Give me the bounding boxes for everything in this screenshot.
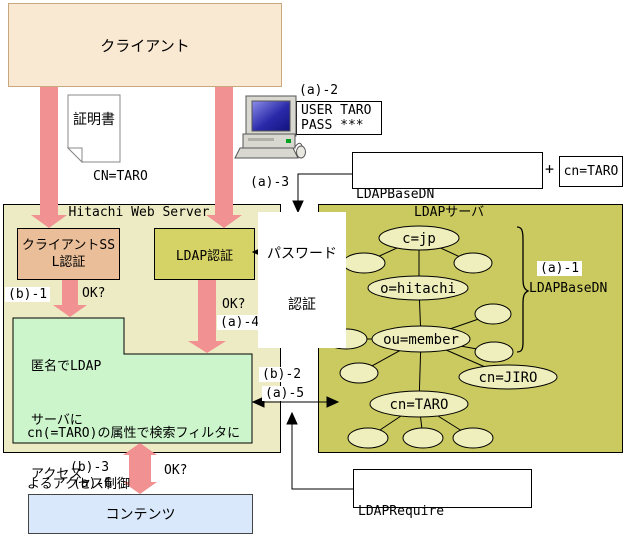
terminal-credentials-box: USER TARO PASS *** xyxy=(296,101,382,135)
terminal-pass-line: PASS *** xyxy=(301,118,364,133)
node-empty-ellipse xyxy=(347,427,389,449)
label-a2: (a)-2 xyxy=(299,83,339,98)
password-auth-line1: パスワード xyxy=(267,246,337,262)
anon-access-line3: アクセス xyxy=(31,467,83,482)
contents-box: コンテンツ xyxy=(28,494,253,534)
ldap-tree: c=jp o=hitachi ou=member cn=JIRO cn=TARO xyxy=(324,225,558,449)
contents-label: コンテンツ xyxy=(105,507,176,523)
search-filter-line2: よるアクセス制御 xyxy=(27,477,130,492)
node-cntaro-label: cn=TARO xyxy=(389,397,448,413)
a3-arrow-line xyxy=(297,173,352,202)
node-empty-ellipse xyxy=(342,252,386,274)
node-cnjiro-ellipse xyxy=(458,364,558,390)
node-oumember-ellipse xyxy=(371,325,471,353)
label-ldapbasedn: LDAPBaseDN xyxy=(529,281,608,296)
node-empty-ellipse xyxy=(452,427,494,449)
search-filter-note: cn(=TARO)の属性で検索フィルタに よるアクセス制御 xyxy=(27,391,240,527)
search-filter-arrowhead-right xyxy=(326,396,340,408)
plus-sign: + xyxy=(545,160,555,178)
label-ok-left: OK? xyxy=(82,286,106,301)
label-a3: (a)-3 xyxy=(250,175,290,190)
arrow-server-contents-bidirectional xyxy=(123,443,157,494)
label-b2: (b)-2 xyxy=(259,367,305,382)
label-a4: (a)-4 xyxy=(217,315,263,330)
ldaprequire-arrow-line xyxy=(291,423,353,490)
label-a1: (a)-1 xyxy=(537,261,583,276)
node-oumember-label: ou=member xyxy=(383,332,459,348)
arrow-client-to-ssl xyxy=(31,87,67,228)
web-server-title: Hitachi Web Server xyxy=(68,205,210,220)
client-ssl-auth-line1: クライアントSS xyxy=(21,238,116,253)
label-ok-right: OK? xyxy=(222,297,246,312)
ldaprequire-box: LDAPRequire (|(cn=taro)(cn=hanako)) xyxy=(353,469,532,519)
client-ssl-auth-line2: L認証 xyxy=(51,255,86,270)
label-a6: (a)-6 xyxy=(73,476,113,491)
flow-arrows xyxy=(31,87,242,494)
search-filter-arrowhead-left xyxy=(251,396,265,408)
anon-access-line1: 匿名でLDAP xyxy=(31,359,102,374)
ldap-tree-labels: c=jp o=hitachi ou=member cn=JIRO cn=TARO xyxy=(380,231,537,413)
anon-access-line2: サーバに xyxy=(31,413,83,428)
node-cnjiro-label: cn=JIRO xyxy=(478,370,537,386)
label-a5: (a)-5 xyxy=(262,386,308,401)
label-b1: (b)-1 xyxy=(5,287,51,302)
node-cjp-label: c=jp xyxy=(402,231,436,247)
certificate-label: 証明書 xyxy=(73,112,115,128)
node-ohitachi-label: o=hitachi xyxy=(380,281,456,297)
search-filter-line1: cn(=TARO)の属性で検索フィルタに xyxy=(27,426,241,441)
anon-access-note: 匿名でLDAP サーバに アクセス xyxy=(31,322,101,520)
node-empty-ellipse xyxy=(339,362,379,384)
label-b3: (b)-3 xyxy=(70,460,110,475)
node-ohitachi-ellipse xyxy=(367,275,469,301)
cn-taro-label: cn=TARO xyxy=(563,164,619,179)
cn-taro-box: cn=TARO xyxy=(559,156,623,187)
label-ok-bottom: OK? xyxy=(164,463,188,478)
password-auth-line2: 認証 xyxy=(288,297,316,313)
access-control-panel xyxy=(12,317,253,444)
node-empty-ellipse xyxy=(453,252,493,274)
ldapbasedn-config-line1: LDAPBaseDN xyxy=(356,187,435,202)
ldap-auth-box: LDAP認証 xyxy=(154,228,255,280)
computer-icon xyxy=(234,95,306,159)
arrow-ldapauth-to-filter xyxy=(188,280,226,353)
node-empty-ellipse xyxy=(474,341,514,363)
client-label: クライアント xyxy=(100,36,190,55)
node-cntaro-ellipse xyxy=(369,390,469,418)
ldaprequire-line1: LDAPRequire xyxy=(358,504,445,519)
certificate-icon xyxy=(66,94,121,164)
password-auth-label: パスワード 認証 xyxy=(258,212,346,348)
client-ssl-auth-box: クライアントSS L認証 xyxy=(17,228,120,280)
node-empty-ellipse xyxy=(474,303,512,325)
ldaprequire-arrowhead xyxy=(286,411,298,425)
ldap-server-title: LDAPサーバ xyxy=(414,205,485,220)
basedn-scope-brace xyxy=(516,226,530,353)
ldap-server-box xyxy=(318,204,623,453)
terminal-user-line: USER TARO xyxy=(301,103,372,118)
ldap-auth-label: LDAP認証 xyxy=(175,248,234,264)
node-empty-ellipse xyxy=(402,427,444,449)
client-box: クライアント xyxy=(8,3,282,87)
a3-arrowhead xyxy=(292,200,304,214)
node-cjp-ellipse xyxy=(378,225,460,251)
certificate-cn-label: CN=TARO xyxy=(93,169,148,184)
arrow-ssl-to-anon-access xyxy=(53,280,87,317)
arrow-client-to-ldapauth xyxy=(206,87,242,228)
